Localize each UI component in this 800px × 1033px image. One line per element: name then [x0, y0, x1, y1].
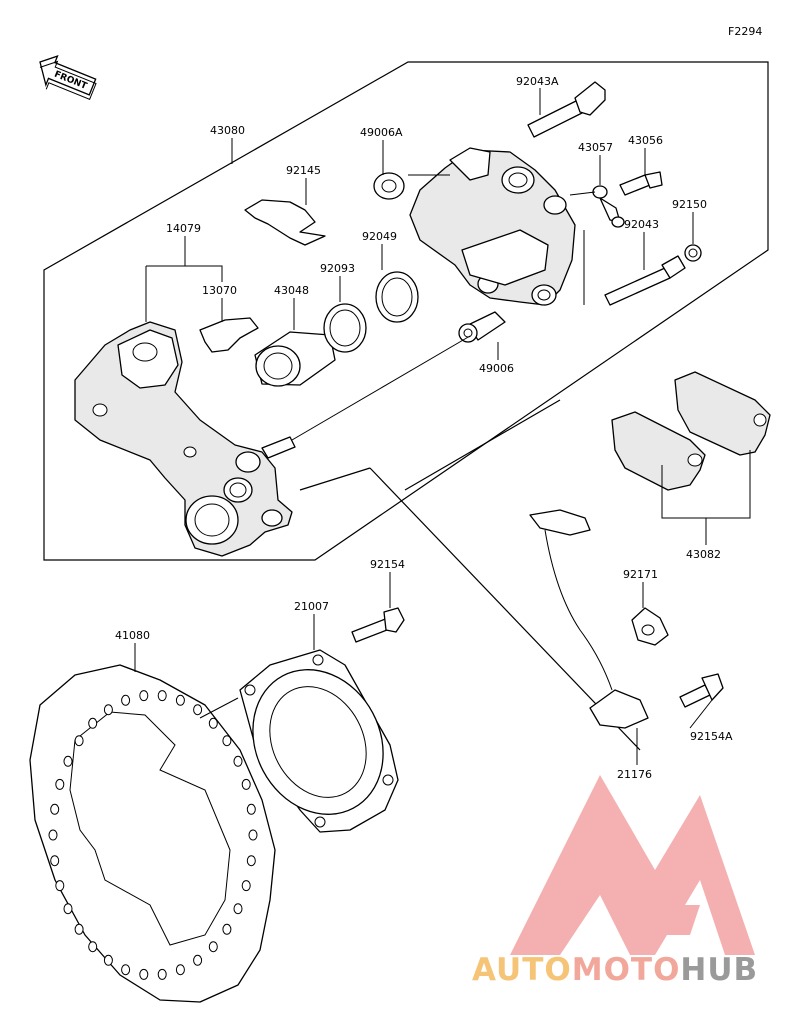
- disc-vent-hole: [121, 964, 131, 976]
- disc-vent-hole: [121, 694, 131, 706]
- caliper-body: [409, 147, 576, 306]
- label-92145: 92145: [286, 164, 321, 177]
- disc-vent-hole: [139, 690, 149, 702]
- label-92043a: 92043A: [516, 75, 559, 88]
- disc-vent-hole: [208, 941, 218, 953]
- disc-vent-hole: [233, 755, 243, 767]
- seal-92093: [323, 303, 367, 353]
- spring-13070: [199, 317, 259, 353]
- caliper-assembly-outline: [43, 61, 769, 561]
- disc-vent-hole: [241, 778, 251, 790]
- disc-vent-hole: [175, 964, 185, 976]
- disc-vent-hole: [222, 735, 232, 747]
- disc-vent-hole: [157, 968, 167, 980]
- sensor-group-outline: [369, 467, 641, 751]
- boot-49006a: [373, 172, 405, 200]
- label-92049: 92049: [362, 230, 397, 243]
- disc-vent-hole: [74, 735, 84, 747]
- disc-vent-hole: [157, 690, 167, 702]
- cap-43057: [592, 185, 625, 228]
- front-arrow-icon: FRONT: [39, 55, 97, 100]
- leader-14079-branch: [146, 265, 223, 282]
- leader-92154a: [689, 699, 713, 729]
- watermark-part2: MOTO: [572, 952, 681, 988]
- watermark-part3: HUB: [680, 952, 758, 988]
- label-21176: 21176: [617, 768, 652, 781]
- disc-vent-hole: [55, 880, 65, 892]
- label-92150: 92150: [672, 198, 707, 211]
- disc-vent-hole: [74, 923, 84, 935]
- label-43057: 43057: [578, 141, 613, 154]
- abs-sensor-21176: [529, 509, 649, 729]
- disc-vent-hole: [48, 829, 58, 841]
- boot-49006: [458, 311, 506, 343]
- seal-92049: [375, 271, 419, 323]
- label-92093: 92093: [320, 262, 355, 275]
- pin-92043a: [527, 81, 606, 138]
- disc-vent-hole: [63, 755, 73, 767]
- leader-axis-pistons: [291, 335, 471, 441]
- label-14079: 14079: [166, 222, 201, 235]
- label-43080: 43080: [210, 124, 245, 137]
- disc-vent-hole: [248, 829, 258, 841]
- label-43056: 43056: [628, 134, 663, 147]
- bleeder-valve-43056: [619, 171, 663, 196]
- bolt-92154: [351, 607, 405, 643]
- watermark-text: AUTOMOTOHUB: [472, 952, 758, 988]
- disc-vent-hole: [55, 778, 65, 790]
- disc-vent-hole: [103, 704, 113, 716]
- disc-vent-hole: [139, 968, 149, 980]
- watermark-logo: [510, 775, 755, 955]
- label-92154a: 92154A: [690, 730, 733, 743]
- leader-disc-rotor: [199, 697, 239, 719]
- disc-vent-hole: [233, 903, 243, 915]
- leader-bleeder: [569, 191, 596, 196]
- pad-group-line: [404, 399, 561, 491]
- disc-vent-hole: [175, 694, 185, 706]
- label-92043: 92043: [624, 218, 659, 231]
- disc-vent-hole: [88, 941, 98, 953]
- label-41080: 41080: [115, 629, 150, 642]
- brake-pads-43082: [611, 371, 771, 491]
- disc-vent-hole: [88, 717, 98, 729]
- disc-vent-hole: [246, 855, 256, 867]
- label-43082: 43082: [686, 548, 721, 561]
- collar-92171: [631, 607, 669, 646]
- label-21007: 21007: [294, 600, 329, 613]
- disc-vent-hole: [193, 954, 203, 966]
- label-92154: 92154: [370, 558, 405, 571]
- figure-code: F2294: [728, 25, 762, 38]
- disc-vent-hole: [208, 717, 218, 729]
- watermark-part1: AUTO: [472, 952, 572, 988]
- disc-group-outline: [299, 467, 371, 491]
- disc-vent-hole: [50, 803, 60, 815]
- bolt-92154a: [679, 673, 724, 708]
- pin-92043: [604, 255, 686, 306]
- caliper-bracket: [74, 321, 296, 557]
- disc-vent-hole: [63, 903, 73, 915]
- disc-vent-hole: [246, 803, 256, 815]
- cap-92150: [684, 244, 702, 262]
- label-13070: 13070: [202, 284, 237, 297]
- brake-disc-41080: [29, 664, 276, 1003]
- disc-vent-hole: [241, 880, 251, 892]
- spring-92145: [244, 199, 326, 246]
- label-49006a: 49006A: [360, 126, 403, 139]
- disc-vent-hole: [103, 954, 113, 966]
- label-92171: 92171: [623, 568, 658, 581]
- disc-vent-hole: [193, 704, 203, 716]
- disc-vent-hole: [50, 855, 60, 867]
- label-49006: 49006: [479, 362, 514, 375]
- sensor-rotor-21007: [239, 649, 399, 833]
- disc-vent-hole: [222, 923, 232, 935]
- piston-43048: [254, 331, 336, 387]
- label-43048: 43048: [274, 284, 309, 297]
